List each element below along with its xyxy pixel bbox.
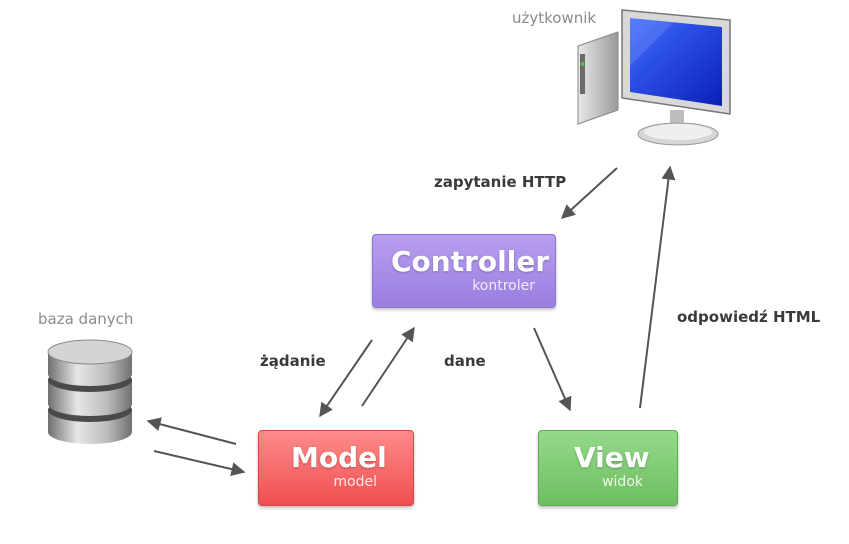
arrow-controller-to-view xyxy=(533,327,572,412)
user-label: użytkownik xyxy=(512,9,597,27)
controller-box: Controller kontroler xyxy=(372,234,556,308)
model-title: Model xyxy=(291,441,387,474)
controller-subtitle: kontroler xyxy=(472,278,535,294)
model-box: Model model xyxy=(258,430,414,506)
arrow-model-to-controller xyxy=(361,326,415,407)
arrow-database-to-model xyxy=(153,450,246,476)
arrow-view-to-user xyxy=(639,165,676,409)
model-subtitle: model xyxy=(333,474,377,490)
database-label: baza danych xyxy=(38,310,134,328)
edge-label-html-response: odpowiedź HTML xyxy=(677,308,821,326)
view-box: View widok xyxy=(538,430,678,506)
view-title: View xyxy=(574,441,650,474)
database-icon xyxy=(47,339,133,444)
edge-label-data: dane xyxy=(444,352,486,370)
edge-label-http-request: zapytanie HTTP xyxy=(434,173,567,191)
arrow-controller-to-model xyxy=(319,339,373,418)
view-subtitle: widok xyxy=(602,474,643,490)
arrow-model-to-database xyxy=(146,417,237,445)
arrow-user-to-controller xyxy=(560,167,618,219)
computer-icon xyxy=(577,9,731,146)
controller-title: Controller xyxy=(391,245,550,278)
edge-label-request: żądanie xyxy=(260,352,326,370)
